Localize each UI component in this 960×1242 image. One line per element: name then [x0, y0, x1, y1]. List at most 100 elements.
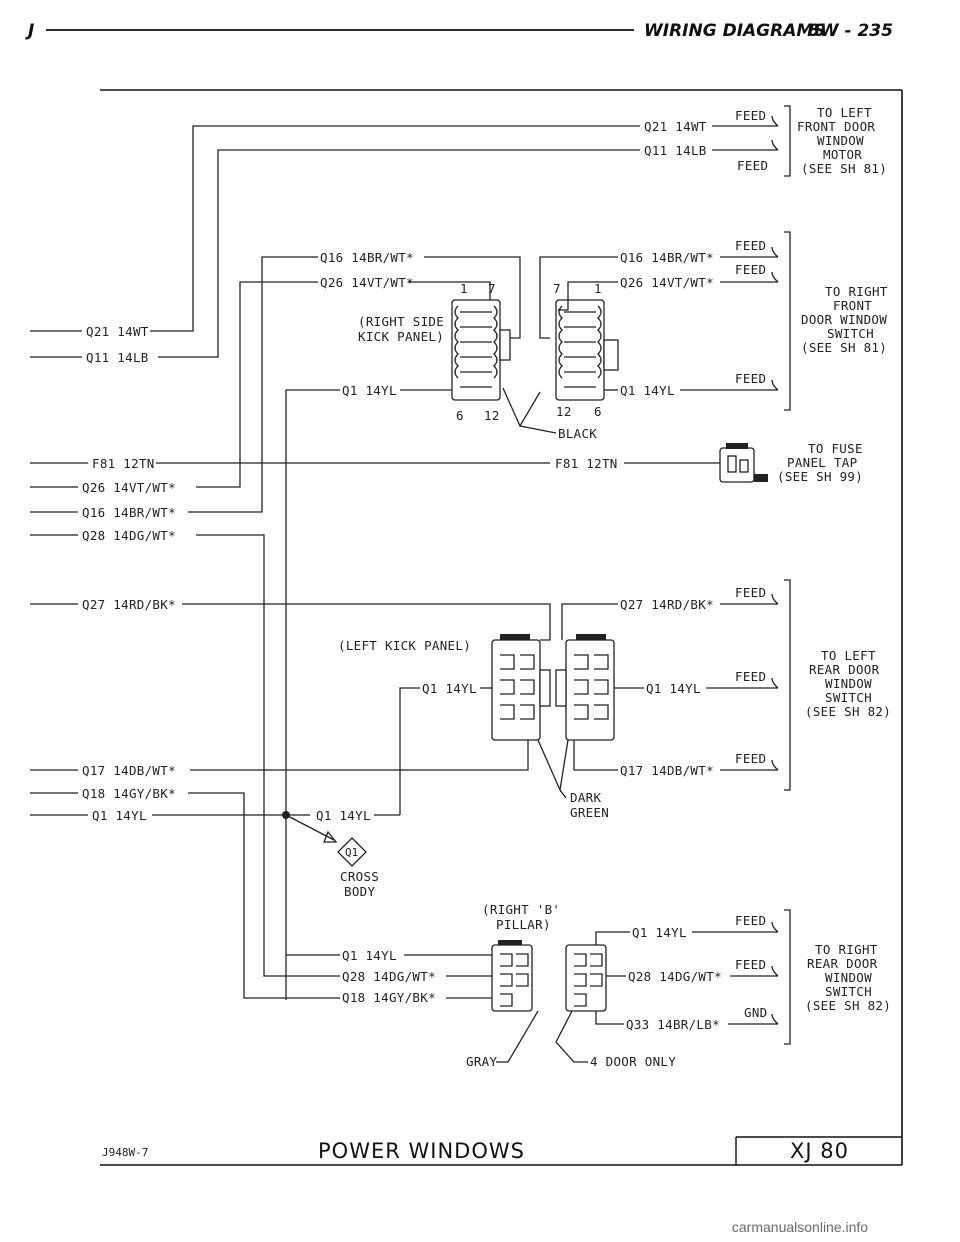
dest-line: PANEL TAP [787, 455, 857, 470]
header-title: WIRING DIAGRAMS [644, 21, 826, 41]
dest-line: TO FUSE [808, 441, 863, 456]
left-rear-switch-circuit: Q27 14RD/BK* Q27 14RD/BK* FEED (LEFT KIC… [30, 579, 891, 820]
dest-line: (SEE SH 81) [801, 161, 887, 176]
pin-label: 1 [594, 281, 602, 296]
wire-label-q16-right: Q16 14BR/WT* [620, 250, 714, 265]
connector-color-gray: GRAY [466, 1054, 497, 1069]
wire-label-f81-left: F81 12TN [92, 456, 155, 471]
wire-label-q11-left: Q11 14LB [86, 350, 149, 365]
right-b-pillar-connector-right-half [565, 944, 607, 1012]
dest-line: WINDOW [825, 676, 872, 691]
feed-label: FEED [735, 669, 766, 684]
fuse-panel-circuit: F81 12TN F81 12TN TO FUSE PANEL TAP (SEE… [30, 441, 863, 484]
wire-label-q16-left: Q16 14BR/WT* [82, 505, 176, 520]
left-kick-connector-left-half [491, 634, 551, 741]
header-letter: J [25, 21, 34, 41]
dest-line: DOOR WINDOW [801, 312, 887, 327]
dest-line: REAR DOOR [807, 956, 878, 971]
ground-label: GND [744, 1005, 767, 1020]
feed-label: FEED [735, 585, 766, 600]
wire-label-q18-rb: Q18 14GY/BK* [342, 990, 436, 1005]
pin-label: 12 [484, 408, 500, 423]
wire-label-q1-rb-right: Q1 14YL [632, 925, 687, 940]
dest-line: FRONT DOOR [797, 119, 875, 134]
dest-line: (SEE SH 81) [801, 340, 887, 355]
wire-label-q1-rb: Q1 14YL [342, 948, 397, 963]
wire-label-q1: Q1 14YL [342, 383, 397, 398]
dest-line: WINDOW [817, 133, 864, 148]
pin-label: 1 [460, 281, 468, 296]
feed-label: FEED [735, 238, 766, 253]
pin-label: 12 [556, 404, 572, 419]
dest-line: TO RIGHT [825, 284, 888, 299]
wire-label-q17-right: Q17 14DB/WT* [620, 763, 714, 778]
connector-color-green: GREEN [570, 805, 609, 820]
dest-line: SWITCH [825, 690, 872, 705]
pin-label: 7 [488, 281, 496, 296]
connector-note: 4 DOOR ONLY [590, 1054, 676, 1069]
feed-label: FEED [735, 262, 766, 277]
connector-label: (RIGHT SIDE [358, 314, 444, 329]
wire-label-q1-lk: Q1 14YL [422, 681, 477, 696]
figure-code: J948W-7 [102, 1146, 148, 1159]
connector-label: KICK PANEL) [358, 329, 444, 344]
right-front-switch-circuit: Q16 14BR/WT* Q26 14VT/WT* 1 7 (RIGHT SID… [188, 231, 888, 1000]
left-kick-connector-right-half [555, 634, 615, 741]
right-kick-connector-right-half [555, 299, 619, 401]
header-page-number: 8W - 235 [808, 21, 893, 41]
dest-line: (SEE SH 82) [805, 704, 891, 719]
left-front-motor-circuit: Q21 14WT Q11 14LB FEED FEED TO LEFT FRON… [150, 105, 887, 358]
wire-label-q21: Q21 14WT [644, 119, 707, 134]
splice-location: CROSS [340, 869, 379, 884]
connector-label: (RIGHT 'B' [482, 902, 560, 917]
model-code: XJ 80 [790, 1139, 849, 1163]
wire-label-q26-left: Q26 14VT/WT* [82, 480, 176, 495]
wire-label-q1-splice: Q1 14YL [316, 808, 371, 823]
pin-label: 6 [594, 404, 602, 419]
dest-line: MOTOR [823, 147, 862, 162]
feed-label: FEED [735, 913, 766, 928]
connector-label: PILLAR) [496, 917, 551, 932]
wire-label-q33: Q33 14BR/LB* [626, 1017, 720, 1032]
right-kick-connector-left-half [451, 299, 511, 401]
pin-label: 7 [553, 281, 561, 296]
wire-label-q27: Q27 14RD/BK* [82, 597, 176, 612]
dest-line: REAR DOOR [809, 662, 880, 677]
feed-label: FEED [735, 371, 766, 386]
wire-label-q21-left: Q21 14WT [86, 324, 149, 339]
wire-label-q16: Q16 14BR/WT* [320, 250, 414, 265]
wire-label-q28-rb: Q28 14DG/WT* [342, 969, 436, 984]
wire-label-q1-right: Q1 14YL [620, 383, 675, 398]
wire-label-q28-rb-right: Q28 14DG/WT* [628, 969, 722, 984]
dest-line: TO LEFT [817, 105, 872, 120]
wire-label-f81: F81 12TN [555, 456, 618, 471]
dest-line: WINDOW [825, 970, 872, 985]
page-footer: J948W-7 POWER WINDOWS XJ 80 [100, 1136, 902, 1166]
dest-line: (SEE SH 99) [777, 469, 863, 484]
wire-label-q1-left: Q1 14YL [92, 808, 147, 823]
right-rear-switch-circuit: (RIGHT 'B' PILLAR) Q1 14YL Q28 14DG/WT* … [286, 902, 891, 1069]
right-b-pillar-connector-left-half [491, 940, 533, 1012]
wire-label-q17: Q17 14DB/WT* [82, 763, 176, 778]
page-header: J WIRING DIAGRAMS 8W - 235 [25, 21, 893, 41]
connector-color-black: BLACK [558, 426, 597, 441]
wire-label-q11: Q11 14LB [644, 143, 707, 158]
dest-line: SWITCH [827, 326, 874, 341]
watermark: carmanualsonline.info [732, 1219, 868, 1235]
wire-label-q28-left: Q28 14DG/WT* [82, 528, 176, 543]
dest-line: FRONT [833, 298, 872, 313]
wire-label-q26-right: Q26 14VT/WT* [620, 275, 714, 290]
connector-color-dark: DARK [570, 790, 601, 805]
splice-id: Q1 [345, 846, 358, 859]
splice-location: BODY [344, 884, 375, 899]
wire-label-q27-right: Q27 14RD/BK* [620, 597, 714, 612]
dest-line: (SEE SH 82) [805, 998, 891, 1013]
pin-label: 6 [456, 408, 464, 423]
wire-label-q26: Q26 14VT/WT* [320, 275, 414, 290]
connector-label: (LEFT KICK PANEL) [338, 638, 471, 653]
diagram-title: POWER WINDOWS [318, 1139, 525, 1163]
wire-label-q1-lk-right: Q1 14YL [646, 681, 701, 696]
feed-label: FEED [735, 957, 766, 972]
wire-label-q18: Q18 14GY/BK* [82, 786, 176, 801]
